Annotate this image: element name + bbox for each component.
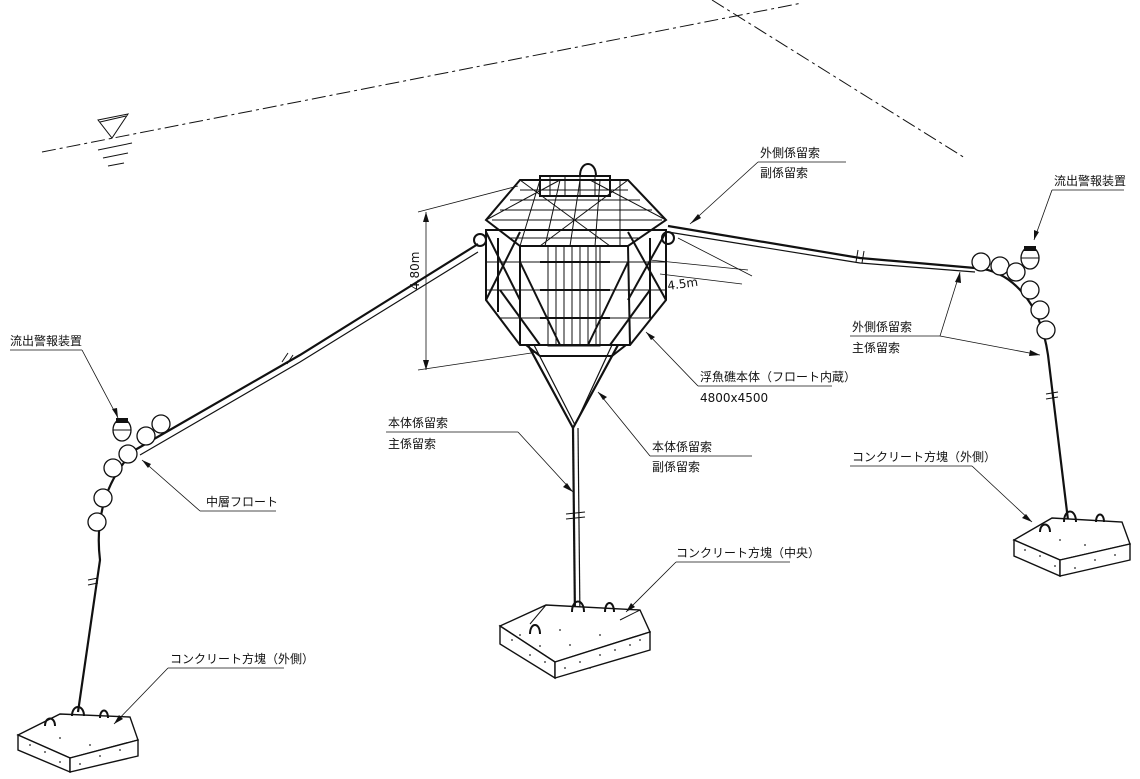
label-main-mooring-right: 主係留索 <box>852 341 900 355</box>
label-concrete-outer-left: コンクリート方塊（外側） <box>170 651 314 666</box>
leader-lines <box>10 161 1124 725</box>
label-concrete-outer-right: コンクリート方塊（外側） <box>852 449 996 464</box>
dimension-height: 4.80m <box>408 185 539 371</box>
label-outer-mooring-top: 外側係留索 <box>760 146 820 160</box>
label-body-mooring-main-b: 主係留索 <box>388 437 436 451</box>
label-warning-device-right: 流出警報装置 <box>1054 173 1126 188</box>
center-mooring-rope <box>527 344 619 621</box>
concrete-block-right <box>1012 510 1131 578</box>
fish-reef-body <box>473 163 675 357</box>
dim-height-label: 4.80m <box>408 252 422 290</box>
label-outer-mooring-right: 外側係留索 <box>852 320 912 334</box>
dim-width-label: 4.5m <box>666 275 698 293</box>
roof-mesh <box>485 163 667 247</box>
warning-device-right-icon <box>1020 246 1040 270</box>
label-float-body-size: 4800x4500 <box>700 391 768 405</box>
left-middle-floats <box>87 414 171 532</box>
label-body-mooring-sub-a: 本体係留索 <box>652 440 712 454</box>
warning-device-left-icon <box>112 418 132 442</box>
label-middle-float: 中層フロート <box>206 494 278 509</box>
concrete-block-center <box>498 600 651 680</box>
sea-surface-lines <box>41 0 966 159</box>
label-float-body: 浮魚礁本体（フロート内蔵） <box>700 369 856 384</box>
label-sub-mooring-top: 副係留索 <box>760 166 808 180</box>
water-level-icon <box>97 113 133 167</box>
label-warning-device-left: 流出警報装置 <box>10 333 82 348</box>
labels: 外側係留索 副係留索 流出警報装置 流出警報装置 外側係留索 主係留索 コンクリ… <box>10 146 1126 666</box>
left-mooring-rope <box>76 243 479 713</box>
label-body-mooring-main-a: 本体係留索 <box>388 416 448 430</box>
dimension-width: 4.5m <box>649 237 753 293</box>
right-middle-floats <box>971 252 1056 340</box>
label-concrete-center: コンクリート方塊（中央） <box>676 545 820 560</box>
label-body-mooring-sub-b: 副係留索 <box>652 460 700 474</box>
concrete-block-left <box>16 706 139 774</box>
